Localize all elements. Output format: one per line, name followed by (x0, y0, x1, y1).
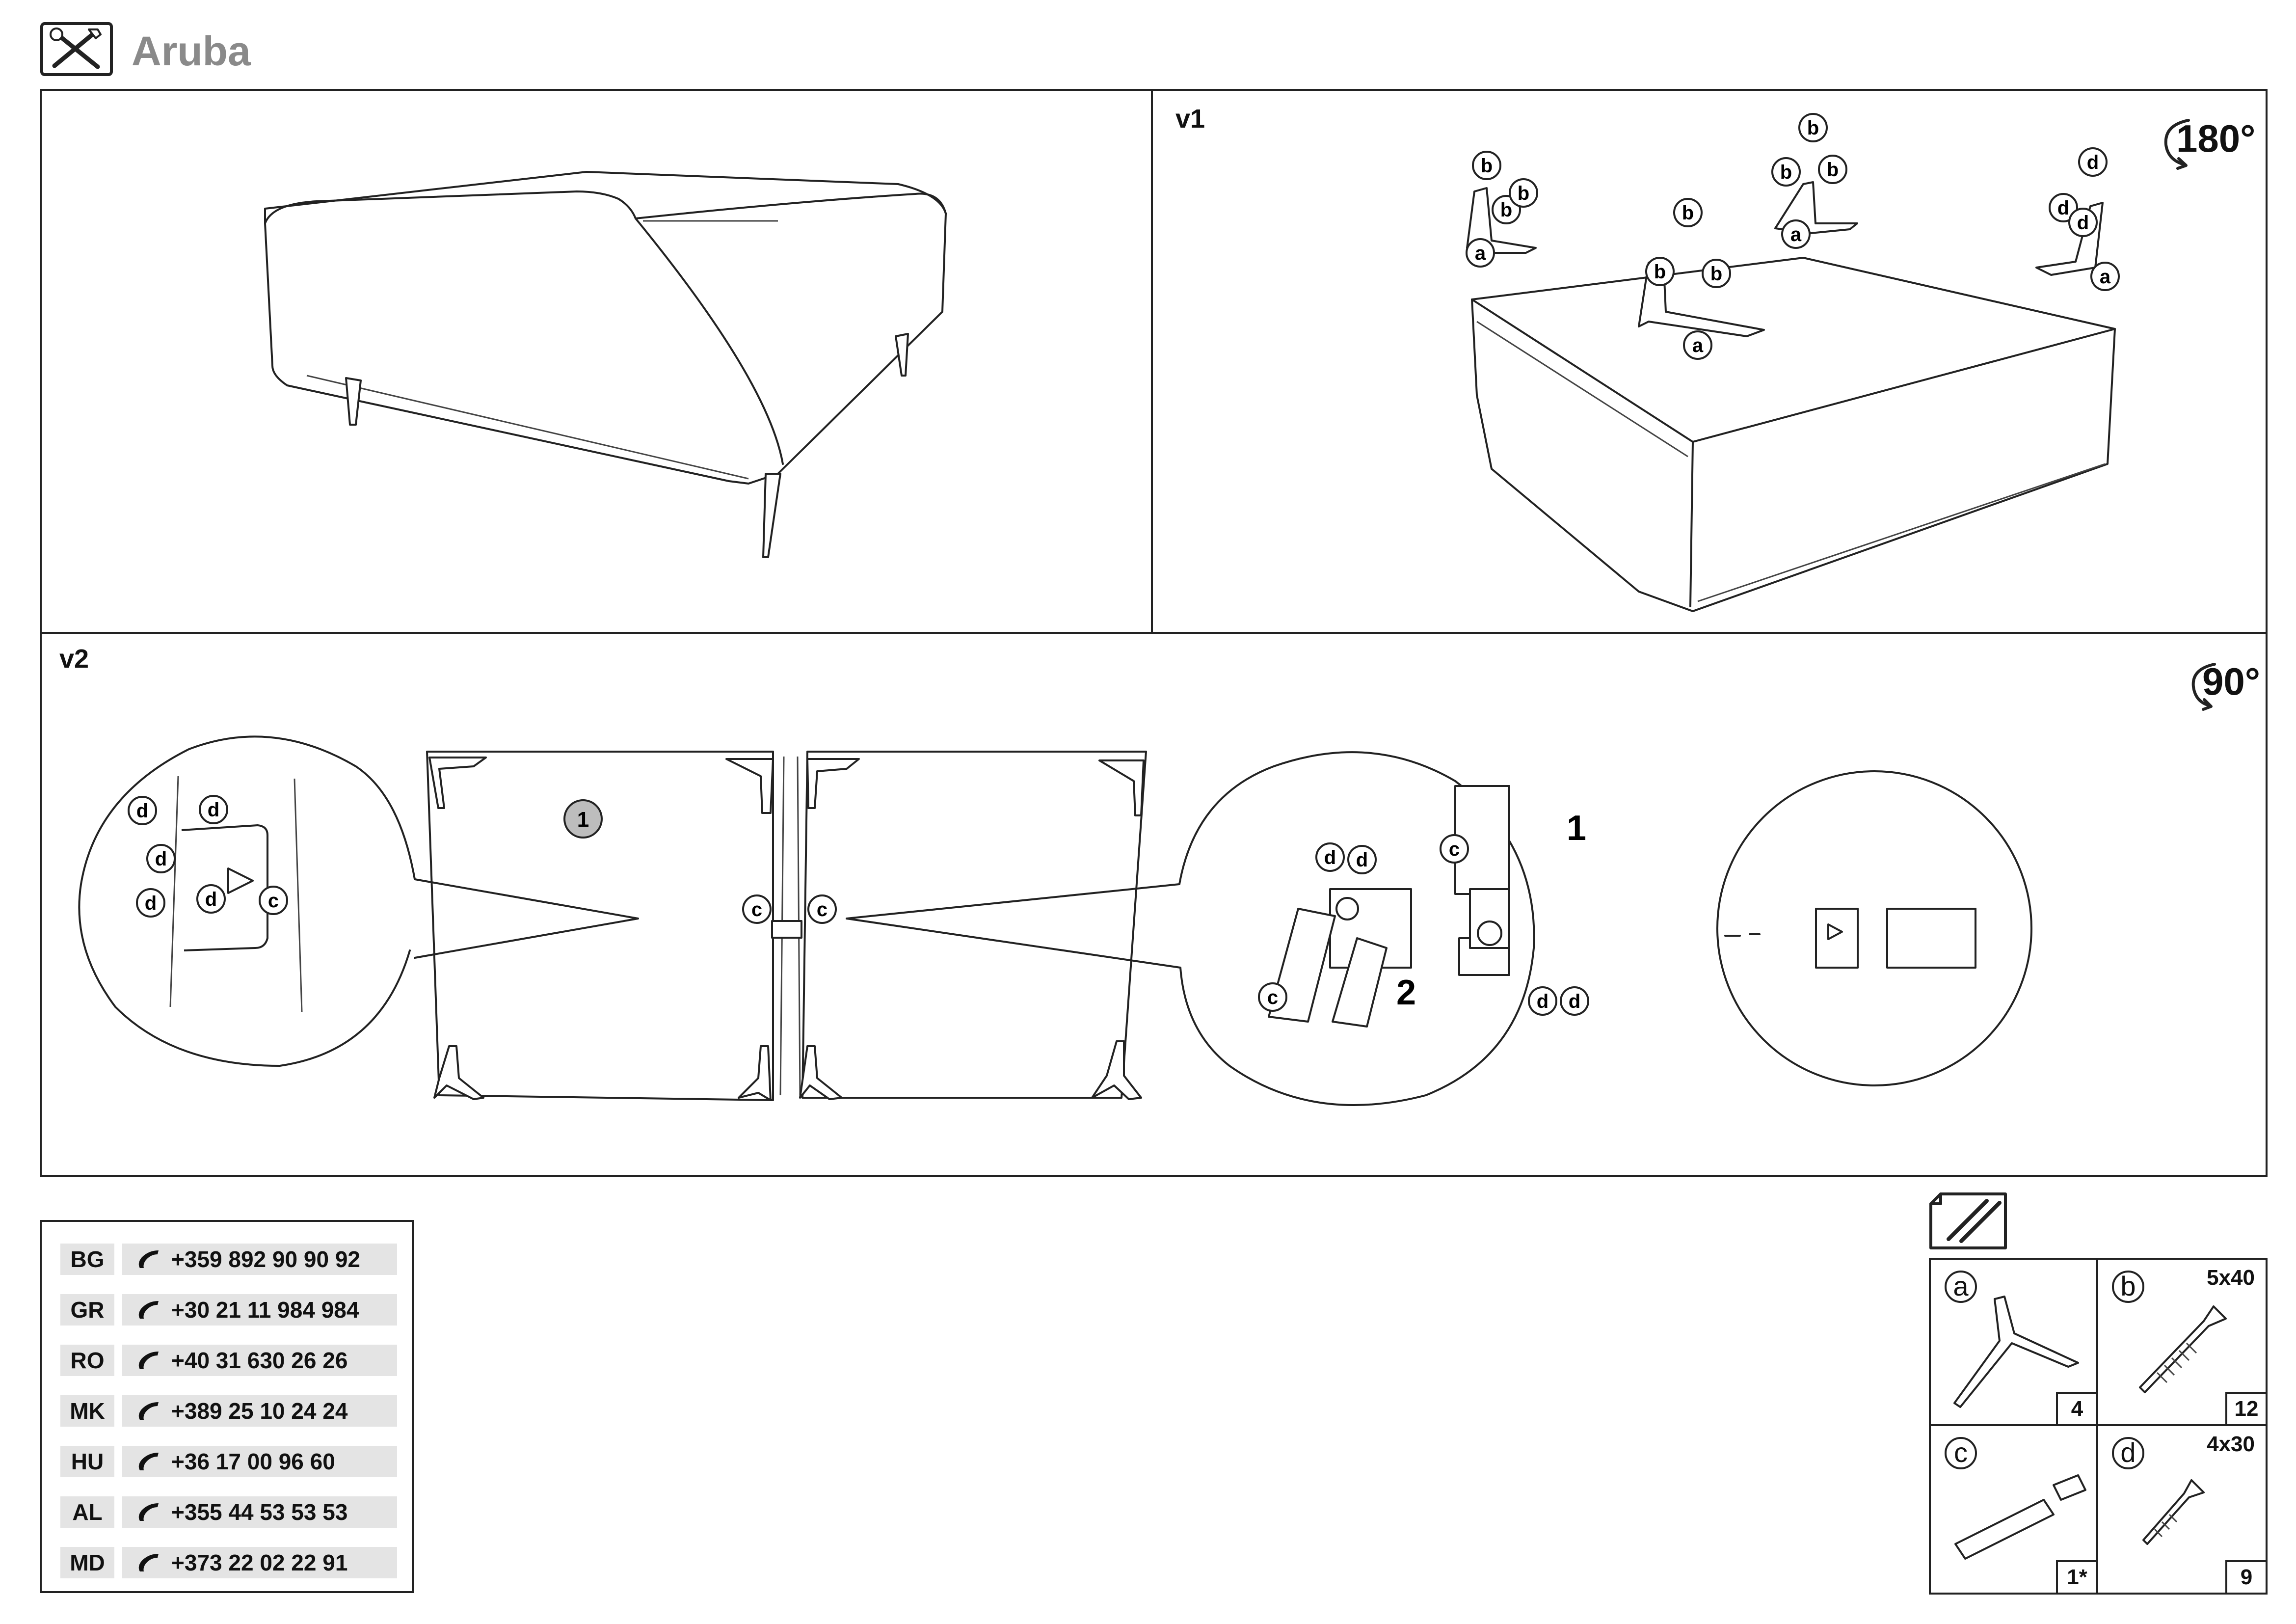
callout-b: b (1682, 202, 1694, 224)
phone-number: +30 21 11 984 984 (171, 1297, 359, 1323)
part-d: d 4x30 9 (2098, 1426, 2266, 1593)
part-letter: a (1945, 1271, 1977, 1303)
phone-icon (138, 1554, 159, 1571)
v2-illustration (78, 735, 2032, 1106)
part-letter: d (2112, 1437, 2144, 1469)
callout-c: c (817, 899, 828, 920)
page-title: Aruba (132, 28, 251, 74)
phone-icon (138, 1503, 159, 1521)
panel-v1: v1 180° b b b a b b b a b b b (1151, 89, 2268, 634)
part-qty: 12 (2225, 1392, 2266, 1424)
rotation-label-v1: 180° (2176, 117, 2256, 160)
parts-list: a 4 b 5x40 12 c 1* d 4x30 9 (1929, 1258, 2268, 1595)
callout-b: b (1710, 263, 1722, 285)
detail-two-label: 2 (1396, 973, 1416, 1012)
part-qty: 1* (2056, 1560, 2096, 1593)
ottoman-illustration (264, 171, 947, 558)
callout-b: b (1807, 117, 1819, 139)
callout-b: b (1481, 155, 1493, 177)
callout-c: c (751, 899, 762, 920)
callout-d: d (1356, 849, 1368, 871)
screw-icon (2142, 1479, 2205, 1545)
phone-icon (138, 1402, 159, 1420)
phone-cell: +40 31 630 26 26 (122, 1345, 397, 1376)
country-code: MK (60, 1395, 114, 1427)
phone-icon (138, 1453, 159, 1470)
callout-d: d (1324, 847, 1336, 868)
part-size: 5x40 (2207, 1266, 2255, 1290)
part-qty: 9 (2225, 1560, 2266, 1593)
callout-c: c (1449, 839, 1460, 860)
phone-cell: +36 17 00 96 60 (122, 1446, 397, 1477)
panel-v2: v2 90° (40, 632, 2268, 1177)
callout-a: a (1475, 243, 1486, 264)
callout-d: d (205, 889, 217, 910)
callout-d: d (1537, 991, 1548, 1012)
part-size: 4x30 (2207, 1432, 2255, 1456)
callout-a: a (1790, 224, 1802, 245)
callout-c: c (1267, 987, 1278, 1008)
phone-number: +359 892 90 90 92 (171, 1246, 360, 1272)
callout-b: b (1827, 159, 1839, 181)
phone-cell: +389 25 10 24 24 (122, 1395, 397, 1427)
leg-icon (1953, 1296, 2079, 1408)
step-label-v1: v1 (1175, 104, 1205, 134)
phone-cell: +355 44 53 53 53 (122, 1496, 397, 1528)
callout-d: d (208, 799, 219, 821)
callout-b: b (1780, 162, 1792, 183)
phone-number: +355 44 53 53 53 (171, 1499, 348, 1525)
part-a: a 4 (1931, 1260, 2098, 1426)
rotate-icon (2159, 110, 2198, 170)
part-letter: b (2112, 1271, 2144, 1303)
step-label-v2: v2 (59, 644, 89, 674)
part-c: c 1* (1931, 1426, 2098, 1593)
detail-one-label: 1 (1567, 809, 1586, 848)
phone-number: +373 22 02 22 91 (171, 1550, 348, 1575)
screws-icon (1929, 1192, 2007, 1250)
country-code: HU (60, 1446, 114, 1477)
callout-c: c (268, 890, 279, 912)
phone-number: +389 25 10 24 24 (171, 1398, 348, 1424)
callout-a: a (2100, 266, 2111, 288)
rotate-icon (2188, 656, 2222, 711)
phone-number: +36 17 00 96 60 (171, 1449, 335, 1474)
part-b: b 5x40 12 (2098, 1260, 2266, 1426)
phone-icon (138, 1250, 159, 1268)
phone-icon (138, 1352, 159, 1369)
part-letter: c (1945, 1437, 1977, 1469)
phone-icon (138, 1301, 159, 1319)
panel-assembled (40, 89, 1153, 634)
country-code: MD (60, 1547, 114, 1578)
connector-icon (1954, 1474, 2086, 1560)
step-one-marker: 1 (577, 808, 589, 832)
phone-cell: +30 21 11 984 984 (122, 1294, 397, 1326)
phone-cell: +359 892 90 90 92 (122, 1244, 397, 1275)
callout-d: d (2087, 152, 2099, 173)
callout-d: d (155, 848, 167, 870)
callout-a: a (1692, 335, 1704, 356)
callout-b: b (1500, 199, 1512, 221)
country-code: AL (60, 1496, 114, 1528)
rotation-label-v2: 90° (2202, 660, 2260, 703)
phone-number: +40 31 630 26 26 (171, 1348, 348, 1373)
callout-d: d (145, 893, 157, 914)
callout-d: d (1569, 991, 1580, 1012)
part-qty: 4 (2056, 1392, 2096, 1424)
callout-d: d (2077, 212, 2089, 234)
callout-d: d (136, 800, 148, 822)
phone-cell: +373 22 02 22 91 (122, 1547, 397, 1578)
country-code: GR (60, 1294, 114, 1326)
callout-b: b (1518, 183, 1529, 204)
screw-icon (2139, 1305, 2227, 1393)
callout-d: d (2057, 197, 2069, 219)
country-code: RO (60, 1345, 114, 1376)
tools-icon (40, 22, 113, 77)
callout-b: b (1654, 261, 1666, 283)
support-contacts: BG +359 892 90 90 92 GR +30 21 11 984 98… (40, 1220, 414, 1593)
country-code: BG (60, 1244, 114, 1275)
